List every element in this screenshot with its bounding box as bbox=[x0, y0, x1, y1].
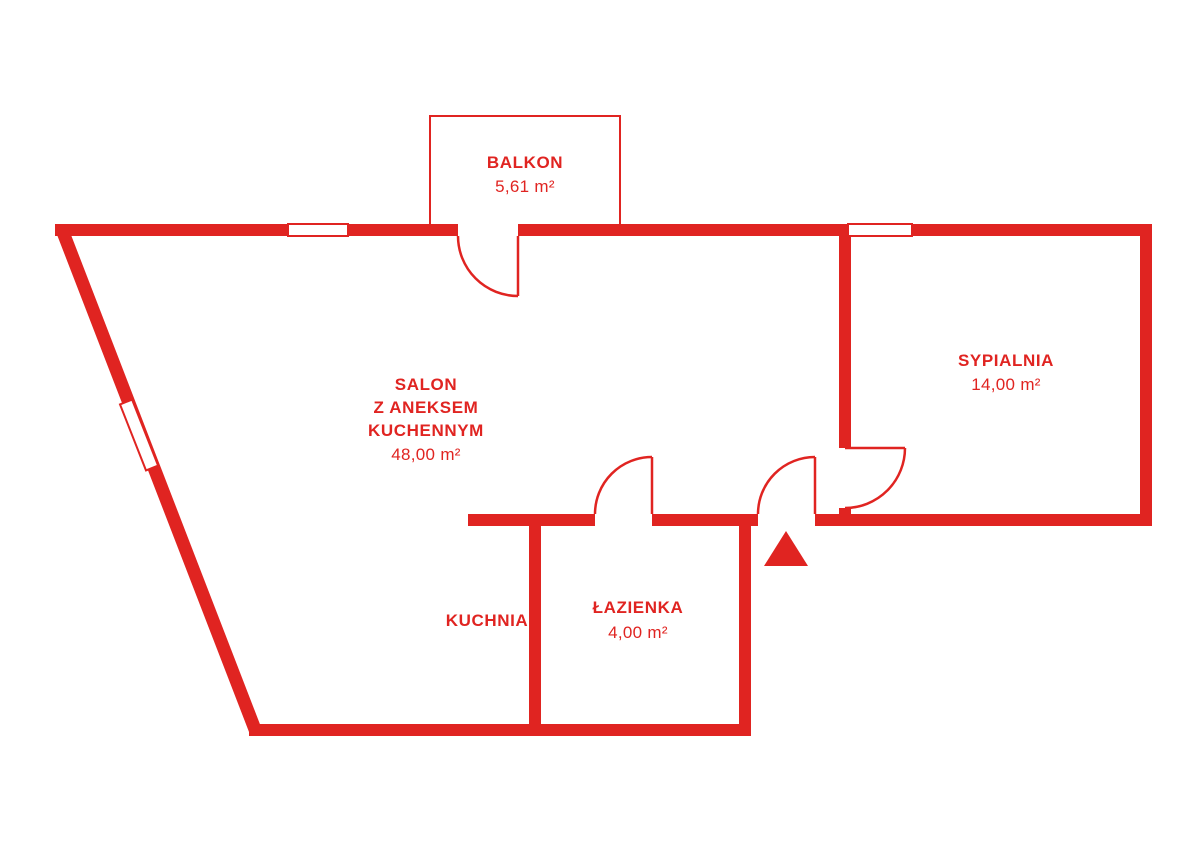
bathroom-door-swing bbox=[593, 455, 653, 515]
left-slanted-wall bbox=[54, 224, 263, 735]
window bbox=[287, 223, 349, 237]
balcony-area: 5,61 m² bbox=[495, 177, 555, 196]
balcony-door-swing bbox=[456, 235, 519, 298]
window bbox=[847, 223, 913, 237]
balcony-outline bbox=[429, 115, 621, 224]
bedroom-interior-wall bbox=[839, 508, 851, 526]
top-wall-segment bbox=[348, 224, 458, 236]
hallway-wall bbox=[815, 514, 839, 526]
bedroom-bottom-wall bbox=[839, 514, 1152, 526]
bedroom-label: SYPIALNIA bbox=[958, 351, 1054, 370]
living-room-label: Z ANEKSEM bbox=[374, 398, 479, 417]
living-room-label: KUCHENNYM bbox=[368, 421, 484, 440]
top-wall-segment bbox=[518, 224, 848, 236]
bedroom-area: 14,00 m² bbox=[971, 375, 1041, 394]
window bbox=[118, 398, 160, 472]
bathroom-right-wall bbox=[739, 514, 751, 736]
entrance-door-swing bbox=[756, 455, 816, 515]
balcony-label: BALKON bbox=[487, 153, 563, 172]
hallway-wall bbox=[652, 514, 758, 526]
bedroom-interior-wall bbox=[839, 236, 851, 448]
entrance-arrow-icon bbox=[764, 531, 808, 566]
top-wall-segment bbox=[55, 224, 288, 236]
bathroom-label: ŁAZIENKA bbox=[593, 598, 684, 617]
top-wall-segment bbox=[912, 224, 1152, 236]
bottom-wall bbox=[249, 724, 751, 736]
bathroom-left-wall bbox=[529, 514, 541, 736]
right-wall bbox=[1140, 224, 1152, 526]
bedroom-door-swing bbox=[844, 447, 907, 510]
living-room-area: 48,00 m² bbox=[391, 445, 461, 464]
kitchen-label: KUCHNIA bbox=[446, 611, 529, 630]
living-room-label: SALON bbox=[395, 375, 458, 394]
bathroom-area: 4,00 m² bbox=[608, 623, 668, 642]
